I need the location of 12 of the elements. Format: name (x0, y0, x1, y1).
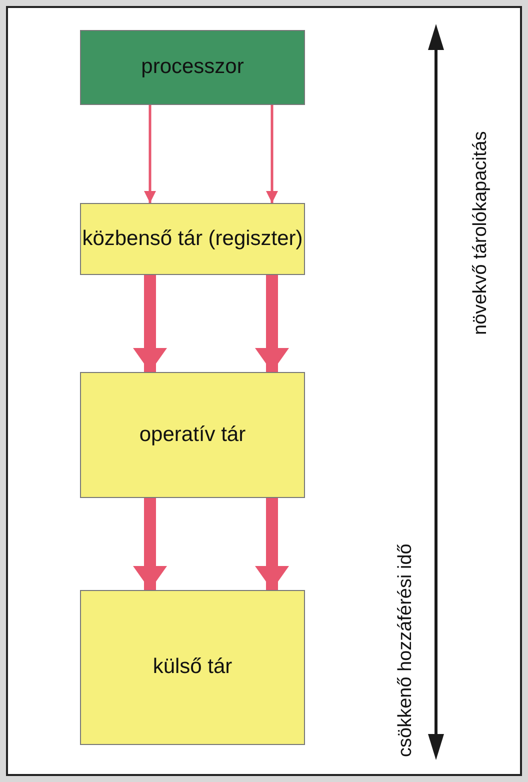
arrow (266, 105, 278, 203)
arrow (133, 275, 167, 372)
axis-label: csökkenő hozzáférési idő (395, 544, 417, 757)
arrow (144, 105, 156, 203)
cache-box: közbenső tár (regiszter) (80, 203, 305, 275)
processor-box: processzor (80, 30, 305, 105)
arrow (133, 498, 167, 590)
arrow (255, 275, 289, 372)
storage-box: külső tár (80, 590, 305, 745)
memory-box: operatív tár (80, 372, 305, 498)
arrow (255, 498, 289, 590)
axis-label: növekvő tárolókapacitás (470, 131, 492, 335)
